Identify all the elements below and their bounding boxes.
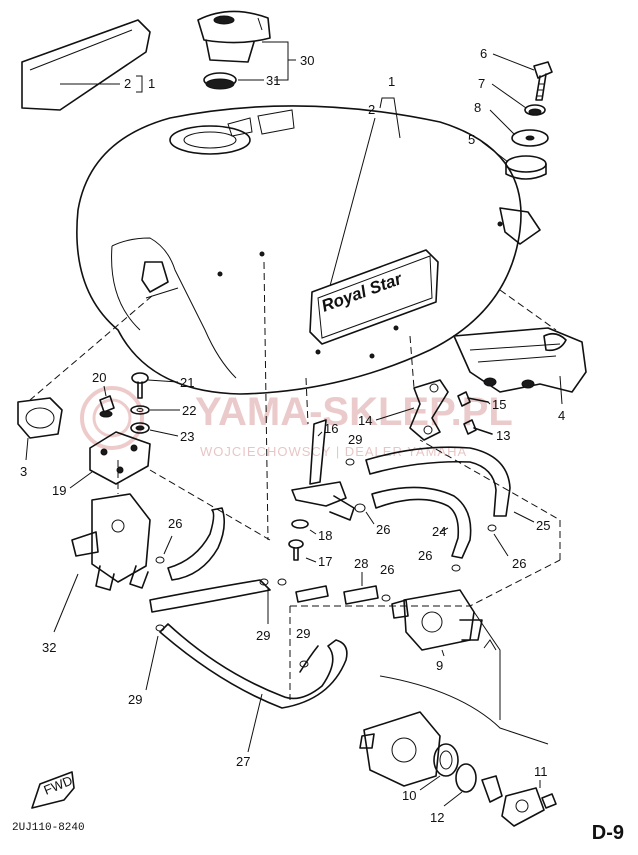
tank-bolt	[533, 61, 553, 101]
callout-28: 28	[354, 556, 368, 571]
callout-29c: 29	[128, 692, 142, 707]
cap-seal-ring	[203, 72, 237, 90]
callout-23: 23	[180, 429, 194, 444]
hose-clip-26a	[354, 503, 366, 513]
callout-26e: 26	[380, 562, 394, 577]
rubber-damper	[505, 155, 547, 180]
screw-20	[99, 395, 115, 418]
callout-15: 15	[492, 397, 506, 412]
hose-clip-26d	[155, 556, 165, 564]
callout-20: 20	[92, 370, 106, 385]
hose-clip-29d	[299, 660, 309, 668]
petcock-washer	[291, 519, 309, 529]
callout-24: 24	[432, 524, 446, 539]
callout-26a: 26	[376, 522, 390, 537]
watermark: YAMA-SKLEP.PL WOJCIECHOWSCY | DEALER YAM…	[80, 386, 513, 459]
fuel-hose-upper	[365, 446, 511, 559]
callout-12: 12	[430, 810, 444, 825]
callout-1-emblem: 1	[388, 74, 395, 89]
watermark-title: YAMA-SKLEP.PL	[195, 390, 513, 434]
callout-17: 17	[318, 554, 332, 569]
callout-25: 25	[536, 518, 550, 533]
callout-8: 8	[474, 100, 481, 115]
callout-13: 13	[496, 428, 510, 443]
diaphragm-gasket	[433, 743, 459, 777]
callout-26d: 26	[168, 516, 182, 531]
washer-23	[130, 422, 150, 434]
o-ring	[455, 763, 477, 793]
fuel-cap	[197, 10, 271, 63]
callout-22: 22	[182, 403, 196, 418]
callout-10: 10	[402, 788, 416, 803]
screw-21	[131, 372, 149, 399]
callout-2-emblem: 2	[368, 102, 375, 117]
fuel-cock	[71, 460, 151, 591]
pump-cover	[481, 775, 545, 827]
tank-emblem: Royal Star	[309, 249, 439, 345]
callout-16: 16	[324, 421, 338, 436]
stay-bolt-lower	[463, 419, 493, 435]
hose-clip-26c	[451, 564, 461, 572]
catalog-code: 2UJ110-8240	[12, 822, 85, 834]
callout-31: 31	[266, 73, 280, 88]
tank-stay	[409, 379, 449, 441]
forward-arrow-icon: FWD	[31, 771, 75, 809]
hose-clip-29b	[259, 578, 287, 586]
callout-27: 27	[236, 754, 250, 769]
callout-29b: 29	[256, 628, 270, 643]
fuel-pump	[391, 589, 483, 651]
joint-pipe	[295, 585, 379, 605]
callout-30: 30	[300, 53, 314, 68]
hose-clip-29c	[155, 624, 165, 632]
cock-mount-plate	[89, 431, 151, 485]
callout-29a: 29	[348, 432, 362, 447]
callout-4: 4	[558, 408, 565, 423]
callout-6: 6	[480, 46, 487, 61]
fuel-hose-cock	[167, 507, 226, 581]
hose-clip-26e	[381, 594, 391, 602]
hose-clip-29a	[345, 458, 355, 466]
callout-18: 18	[318, 528, 332, 543]
callout-21: 21	[180, 375, 194, 390]
callout-7: 7	[478, 76, 485, 91]
callout-29d: 29	[296, 626, 310, 641]
callout-32: 32	[42, 640, 56, 655]
page-label: D-9	[591, 822, 624, 844]
tank-petcock	[291, 419, 355, 521]
stay-bolt-upper	[457, 391, 489, 407]
callout-5: 5	[468, 132, 475, 147]
hose-clip-26b	[487, 524, 497, 532]
fuel-pump-exploded	[359, 711, 441, 787]
fuel-tank-body	[76, 105, 541, 395]
side-emblem-cover	[21, 19, 151, 111]
callout-26b: 26	[512, 556, 526, 571]
callout-14: 14	[358, 413, 372, 428]
watermark-subtitle: WOJCIECHOWSCY | DEALER YAMAHA	[200, 444, 467, 459]
emblem-text: Royal Star	[319, 269, 406, 316]
plate-washer	[511, 129, 549, 147]
callout-3: 3	[20, 464, 27, 479]
fuel-hose-long	[149, 579, 348, 709]
callout-26c: 26	[418, 548, 432, 563]
callout-1-cover: 1	[148, 76, 155, 91]
washer-22	[130, 405, 150, 415]
cover-screw	[541, 793, 557, 809]
petcock-screw	[288, 539, 304, 561]
callout-9: 9	[436, 658, 443, 673]
callout-19: 19	[52, 483, 66, 498]
callout-11: 11	[534, 764, 548, 779]
callout-2-cover: 2	[124, 76, 131, 91]
drain-cap-3	[17, 397, 63, 439]
collar-washer	[524, 104, 546, 116]
rear-tank-bracket	[453, 327, 587, 393]
